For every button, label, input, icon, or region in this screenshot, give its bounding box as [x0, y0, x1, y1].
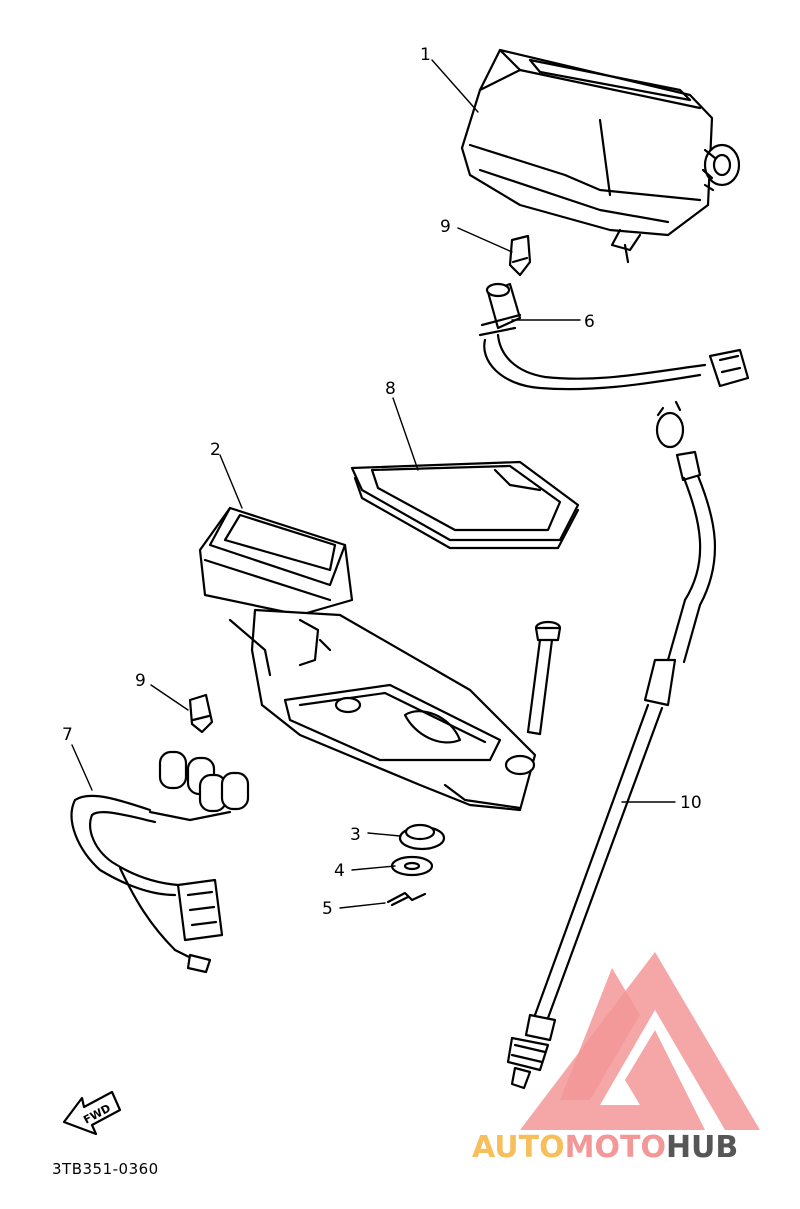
watermark-logo: AUTOMOTOHUB	[472, 952, 760, 1165]
part-8-gasket	[350, 460, 580, 550]
callout-6: 6	[584, 312, 595, 332]
bolt	[526, 620, 562, 736]
watermark-part-auto: AUTO	[472, 1130, 565, 1165]
callout-5: 5	[322, 899, 333, 919]
callout-9-top: 9	[440, 217, 451, 237]
callout-10: 10	[680, 793, 702, 813]
part-1-meter-housing	[460, 48, 741, 264]
part-code: 3TB351-0360	[52, 1160, 159, 1178]
watermark-triangle-icon	[520, 952, 760, 1130]
watermark-text: AUTOMOTOHUB	[472, 1130, 738, 1165]
part-2-meter-bracket	[198, 506, 537, 812]
leader-lines	[71, 59, 676, 909]
callout-8: 8	[385, 379, 396, 399]
callout-4: 4	[334, 861, 345, 881]
callout-2: 2	[210, 440, 221, 460]
callout-labels: 1 2 3 4 5 6 7 8 9 9 10	[62, 45, 702, 919]
callout-7: 7	[62, 725, 73, 745]
part-4-washer	[390, 855, 434, 877]
part-10-speedo-cable	[506, 400, 717, 1090]
watermark-part-moto: MOTO	[565, 1130, 666, 1165]
part-3-grommet	[398, 823, 446, 851]
part-5-clip	[386, 891, 427, 907]
callout-3: 3	[350, 825, 361, 845]
part-6-socket-cord	[478, 282, 750, 391]
part-9-bulb-lower	[188, 693, 214, 734]
watermark-part-hub: HUB	[666, 1130, 738, 1165]
fwd-arrow-icon: FWD	[62, 1090, 122, 1136]
part-7-wire-harness	[70, 750, 250, 974]
callout-9-lower: 9	[135, 671, 146, 691]
callout-1: 1	[420, 45, 431, 65]
part-9-bulb-top	[508, 234, 532, 277]
